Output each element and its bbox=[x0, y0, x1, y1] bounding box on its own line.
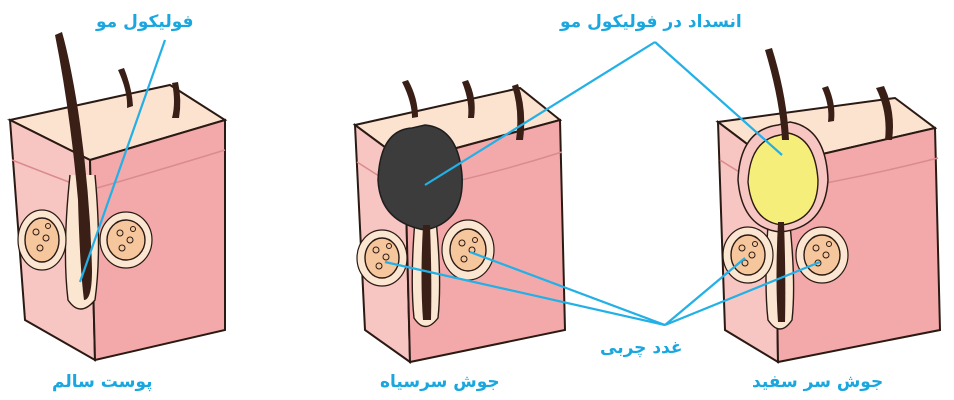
whitehead-block bbox=[718, 48, 940, 362]
label-hair-follicle: فولیکول مو bbox=[96, 12, 194, 32]
label-healthy-skin: پوست سالم bbox=[52, 372, 153, 392]
blackhead-block bbox=[355, 80, 565, 362]
label-blackhead: جوش سرسیاه bbox=[380, 372, 500, 392]
blackhead-gland-left bbox=[365, 238, 399, 278]
whitehead-gland-right bbox=[804, 235, 840, 275]
healthy-gland-right bbox=[107, 220, 145, 260]
whitehead-hair-root bbox=[777, 222, 786, 322]
healthy-skin-block bbox=[10, 32, 225, 360]
whitehead-gland-left bbox=[731, 235, 765, 275]
label-whitehead: جوش سر سفید bbox=[752, 372, 883, 392]
label-follicle-blockage: انسداد در فولیکول مو bbox=[560, 12, 742, 32]
healthy-gland-left bbox=[25, 218, 59, 262]
whitehead-plug bbox=[748, 133, 818, 225]
blackhead-plug bbox=[378, 125, 462, 230]
blackhead-gland-right bbox=[450, 229, 486, 271]
label-sebaceous-glands: غدد چربی bbox=[600, 338, 683, 358]
